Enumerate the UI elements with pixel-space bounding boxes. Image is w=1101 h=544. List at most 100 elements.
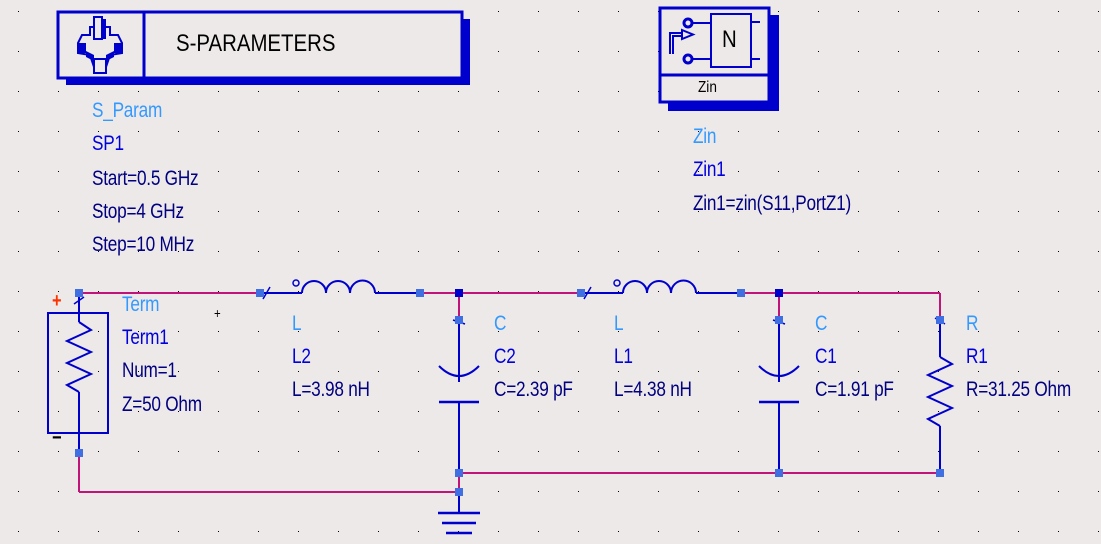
grid-dot bbox=[1018, 51, 1019, 52]
zin-expression[interactable]: Zin1=zin(S11,PortZ1) bbox=[693, 192, 851, 215]
grid-dot bbox=[978, 91, 979, 92]
term-param-num[interactable]: Num=1 bbox=[122, 359, 177, 382]
capacitor-c2[interactable] bbox=[438, 319, 480, 473]
grid-dot bbox=[818, 211, 819, 212]
grid-dot bbox=[298, 411, 299, 412]
term-type-label[interactable]: Term bbox=[122, 293, 160, 316]
grid-dot bbox=[138, 91, 139, 92]
l1-type-label[interactable]: L bbox=[614, 312, 624, 335]
grid-dot bbox=[378, 411, 379, 412]
c2-type-label[interactable]: C bbox=[494, 312, 507, 335]
grid-dot bbox=[498, 51, 499, 52]
grid-dot bbox=[618, 451, 619, 452]
r1-param-r[interactable]: R=31.25 Ohm bbox=[966, 378, 1071, 401]
pin-terminal[interactable] bbox=[75, 449, 83, 457]
r1-instance-label[interactable]: R1 bbox=[966, 345, 988, 368]
grid-dot bbox=[618, 371, 619, 372]
grid-dot bbox=[1098, 291, 1099, 292]
l2-instance-label[interactable]: L2 bbox=[292, 345, 311, 368]
l2-param-l[interactable]: L=3.98 nH bbox=[292, 378, 370, 401]
c2-instance-label[interactable]: C2 bbox=[494, 345, 516, 368]
pin-terminal[interactable] bbox=[455, 469, 463, 477]
grid-dot bbox=[258, 131, 259, 132]
grid-dot bbox=[178, 251, 179, 252]
grid-dot bbox=[738, 451, 739, 452]
resistor-r1[interactable] bbox=[925, 317, 955, 473]
inductor-l2[interactable] bbox=[260, 279, 420, 300]
r1-type-label[interactable]: R bbox=[966, 312, 979, 335]
grid-dot bbox=[1058, 451, 1059, 452]
pin-terminal[interactable] bbox=[577, 289, 585, 297]
zin-measurement[interactable] bbox=[658, 6, 779, 111]
grid-dot bbox=[738, 171, 739, 172]
zin-type-label[interactable]: Zin bbox=[693, 125, 717, 148]
grid-dot bbox=[1018, 491, 1019, 492]
sparam-param-step[interactable]: Step=10 MHz bbox=[92, 233, 195, 256]
c1-type-label[interactable]: C bbox=[815, 312, 828, 335]
l1-instance-label[interactable]: L1 bbox=[614, 345, 633, 368]
pin-terminal[interactable] bbox=[936, 469, 944, 477]
grid-dot bbox=[658, 251, 659, 252]
grid-dot bbox=[178, 91, 179, 92]
grid-dot bbox=[138, 411, 139, 412]
grid-dot bbox=[578, 411, 579, 412]
grid-dot bbox=[498, 371, 499, 372]
pin-terminal[interactable] bbox=[416, 289, 424, 297]
grid-dot bbox=[258, 91, 259, 92]
grid-dot bbox=[418, 451, 419, 452]
grid-dot bbox=[578, 491, 579, 492]
grid-dot bbox=[698, 451, 699, 452]
grid-dot bbox=[258, 411, 259, 412]
grid-dot bbox=[338, 251, 339, 252]
pin-terminal[interactable] bbox=[737, 289, 745, 297]
term-param-z[interactable]: Z=50 Ohm bbox=[122, 393, 202, 416]
grid-dot bbox=[458, 131, 459, 132]
pin-terminal[interactable] bbox=[936, 316, 944, 324]
sparam-param-stop[interactable]: Stop=4 GHz bbox=[92, 200, 184, 223]
term-instance-label[interactable]: Term1 bbox=[122, 326, 169, 349]
grid-dot bbox=[818, 291, 819, 292]
c1-instance-label[interactable]: C1 bbox=[815, 345, 837, 368]
pin-terminal[interactable] bbox=[775, 316, 783, 324]
zin-instance-label[interactable]: Zin1 bbox=[693, 158, 726, 181]
pin-terminal[interactable] bbox=[455, 316, 463, 324]
sparam-instance-label[interactable]: SP1 bbox=[92, 132, 124, 155]
sparam-param-start[interactable]: Start=0.5 GHz bbox=[92, 167, 199, 190]
c1-param-c[interactable]: C=1.91 pF bbox=[815, 378, 894, 401]
pin-terminal[interactable] bbox=[75, 289, 83, 297]
grid-dot bbox=[898, 531, 899, 532]
grid-dot bbox=[338, 211, 339, 212]
grid-dot bbox=[618, 291, 619, 292]
grid-dot bbox=[338, 411, 339, 412]
wire-junction[interactable] bbox=[775, 289, 783, 297]
grid-dot bbox=[58, 331, 59, 332]
term-port[interactable] bbox=[47, 293, 109, 453]
grid-dot bbox=[218, 211, 219, 212]
grid-dot bbox=[938, 11, 939, 12]
grid-dot bbox=[1058, 131, 1059, 132]
pin-terminal[interactable] bbox=[775, 469, 783, 477]
wire-junction[interactable] bbox=[455, 289, 463, 297]
pin-terminal[interactable] bbox=[455, 488, 463, 496]
capacitor-c1[interactable] bbox=[758, 319, 800, 473]
grid-dot bbox=[138, 371, 139, 372]
grid-dot bbox=[58, 291, 59, 292]
sparam-controller[interactable] bbox=[56, 10, 470, 85]
inductor-l1[interactable] bbox=[581, 279, 741, 300]
sparam-type-label[interactable]: S_Param bbox=[92, 99, 163, 122]
c2-param-c[interactable]: C=2.39 pF bbox=[494, 378, 573, 401]
grid-dot bbox=[338, 131, 339, 132]
pin-terminal[interactable] bbox=[256, 289, 264, 297]
l2-type-label[interactable]: L bbox=[292, 312, 302, 335]
grid-dot bbox=[978, 51, 979, 52]
grid-dot bbox=[1018, 131, 1019, 132]
l1-param-l[interactable]: L=4.38 nH bbox=[614, 378, 692, 401]
grid-dot bbox=[698, 411, 699, 412]
grid-dot bbox=[1018, 251, 1019, 252]
grid-dot bbox=[818, 371, 819, 372]
grid-dot bbox=[578, 451, 579, 452]
ground-symbol[interactable] bbox=[438, 492, 480, 535]
grid-dot bbox=[218, 291, 219, 292]
grid-dot bbox=[618, 131, 619, 132]
